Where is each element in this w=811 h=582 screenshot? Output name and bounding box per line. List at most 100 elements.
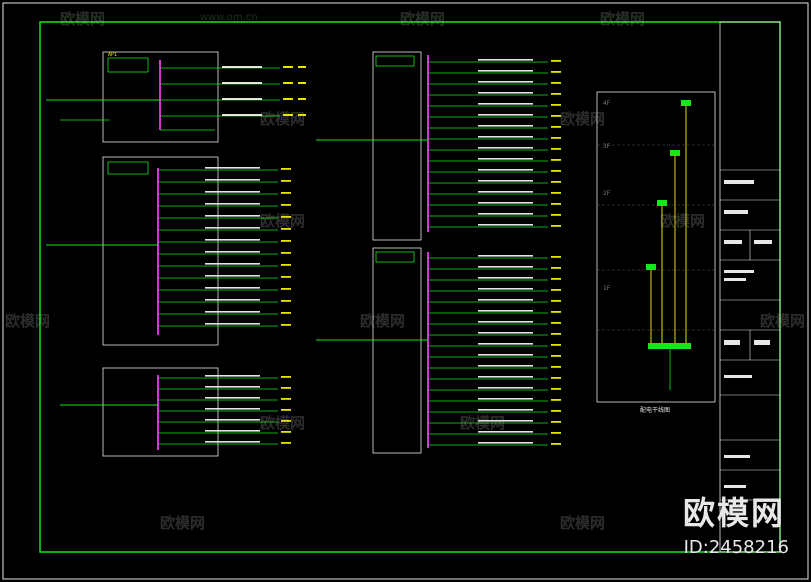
watermark: 欧模网	[260, 414, 306, 432]
circuit-tag-mark	[551, 256, 561, 258]
circuit-tag-mark	[551, 71, 561, 73]
circuit-tag-mark	[551, 432, 561, 434]
circuit-tag-mark	[551, 192, 561, 194]
panel-ap1-labels	[222, 66, 306, 116]
watermark: 欧模网	[760, 312, 806, 330]
floor-label-1f: 1F	[603, 285, 611, 292]
circuit-label-mark	[205, 375, 260, 377]
circuit-tag-mark	[551, 311, 561, 313]
watermark: 欧模网	[660, 212, 706, 230]
circuit-label-mark	[205, 430, 260, 432]
circuit-tag-mark	[281, 442, 291, 444]
circuit-label-mark	[478, 409, 533, 411]
circuit-tag-mark	[551, 388, 561, 390]
panel-al1-bot	[60, 367, 219, 457]
circuit-tag-mark	[551, 344, 561, 346]
watermark: 欧模网	[360, 312, 406, 330]
circuit-tag-mark	[551, 322, 561, 324]
circuit-label-mark	[205, 215, 260, 217]
circuit-label-mark	[205, 251, 260, 253]
circuit-tag-mark	[551, 289, 561, 291]
circuit-label-mark	[478, 288, 533, 290]
circuit-label-mark	[205, 167, 260, 169]
circuit-tag-mark	[551, 104, 561, 106]
circuit-tag-mark	[551, 93, 561, 95]
circuit-tag-mark	[281, 252, 291, 254]
circuit-label-mark	[478, 420, 533, 422]
circuit-label-mark	[205, 386, 260, 388]
circuit-tag-mark	[281, 409, 291, 411]
circuit-tag-mark	[281, 387, 291, 389]
watermark: 欧模网	[600, 10, 646, 28]
watermark: 欧模网	[60, 10, 106, 28]
circuit-label-mark	[205, 408, 260, 410]
circuit-label-mark	[205, 227, 260, 229]
circuit-label-mark	[478, 387, 533, 389]
circuit-tag-mark	[551, 126, 561, 128]
panel-2al1	[316, 51, 429, 241]
circuit-label-mark	[478, 354, 533, 356]
circuit-label-mark	[205, 311, 260, 313]
circuit-label-mark	[205, 239, 260, 241]
circuit-tag-mark	[281, 300, 291, 302]
circuit-label-mark	[478, 125, 533, 127]
watermark: 欧模网	[260, 212, 306, 230]
circuit-tag-mark	[551, 377, 561, 379]
circuit-label-mark	[205, 191, 260, 193]
circuit-label-mark	[205, 203, 260, 205]
watermark: 欧模网	[560, 110, 606, 128]
circuit-tag-mark	[281, 264, 291, 266]
circuit-label-mark	[478, 224, 533, 226]
circuit-tag-mark	[281, 192, 291, 194]
panel-al1-mid	[46, 156, 219, 346]
circuit-tag-mark	[551, 410, 561, 412]
circuit-label-mark	[478, 299, 533, 301]
circuit-label-mark	[478, 343, 533, 345]
circuit-tag-mark	[551, 399, 561, 401]
circuit-tag-mark	[551, 300, 561, 302]
circuit-label-mark	[205, 419, 260, 421]
watermark: 欧模网	[260, 110, 306, 128]
floor-label-2f: 2F	[603, 190, 611, 197]
circuit-tag-mark	[551, 148, 561, 150]
circuit-label-mark	[478, 321, 533, 323]
circuit-tag-mark	[551, 355, 561, 357]
circuit-label-mark	[478, 103, 533, 105]
circuit-label-mark	[478, 147, 533, 149]
circuit-label-mark	[478, 376, 533, 378]
circuit-label-mark	[478, 191, 533, 193]
riser-title: 配电干线图	[640, 406, 670, 414]
circuit-label-mark	[478, 92, 533, 94]
circuit-label-mark	[205, 299, 260, 301]
brand-id: ID:2458216	[683, 537, 789, 558]
panel-3al1	[316, 247, 429, 454]
panel-2al1-circuits	[428, 59, 561, 228]
circuit-tag-mark	[281, 228, 291, 230]
circuit-tag-mark	[551, 115, 561, 117]
circuit-label-mark	[478, 365, 533, 367]
circuit-label-mark	[478, 213, 533, 215]
circuit-tag-mark	[551, 267, 561, 269]
circuit-label-mark	[478, 332, 533, 334]
circuit-label-mark	[205, 263, 260, 265]
circuit-label-mark	[478, 180, 533, 182]
circuit-label-mark	[478, 59, 533, 61]
circuit-tag-mark	[551, 333, 561, 335]
floor-label-4f: 4F	[603, 100, 611, 107]
circuit-tag-mark	[551, 181, 561, 183]
circuit-label-mark	[205, 323, 260, 325]
circuit-tag-mark	[551, 366, 561, 368]
circuit-tag-mark	[281, 288, 291, 290]
watermark: 欧模网	[460, 414, 506, 432]
floor-label-3f: 3F	[603, 143, 611, 150]
circuit-tag-mark	[551, 225, 561, 227]
circuit-tag-mark	[551, 214, 561, 216]
title-block	[719, 21, 781, 553]
circuit-label-mark	[478, 398, 533, 400]
panel-ap1: AP1	[46, 51, 280, 143]
circuit-tag-mark	[551, 60, 561, 62]
panel-3al1-circuits	[428, 255, 561, 446]
circuit-tag-mark	[281, 216, 291, 218]
circuit-label-mark	[205, 287, 260, 289]
